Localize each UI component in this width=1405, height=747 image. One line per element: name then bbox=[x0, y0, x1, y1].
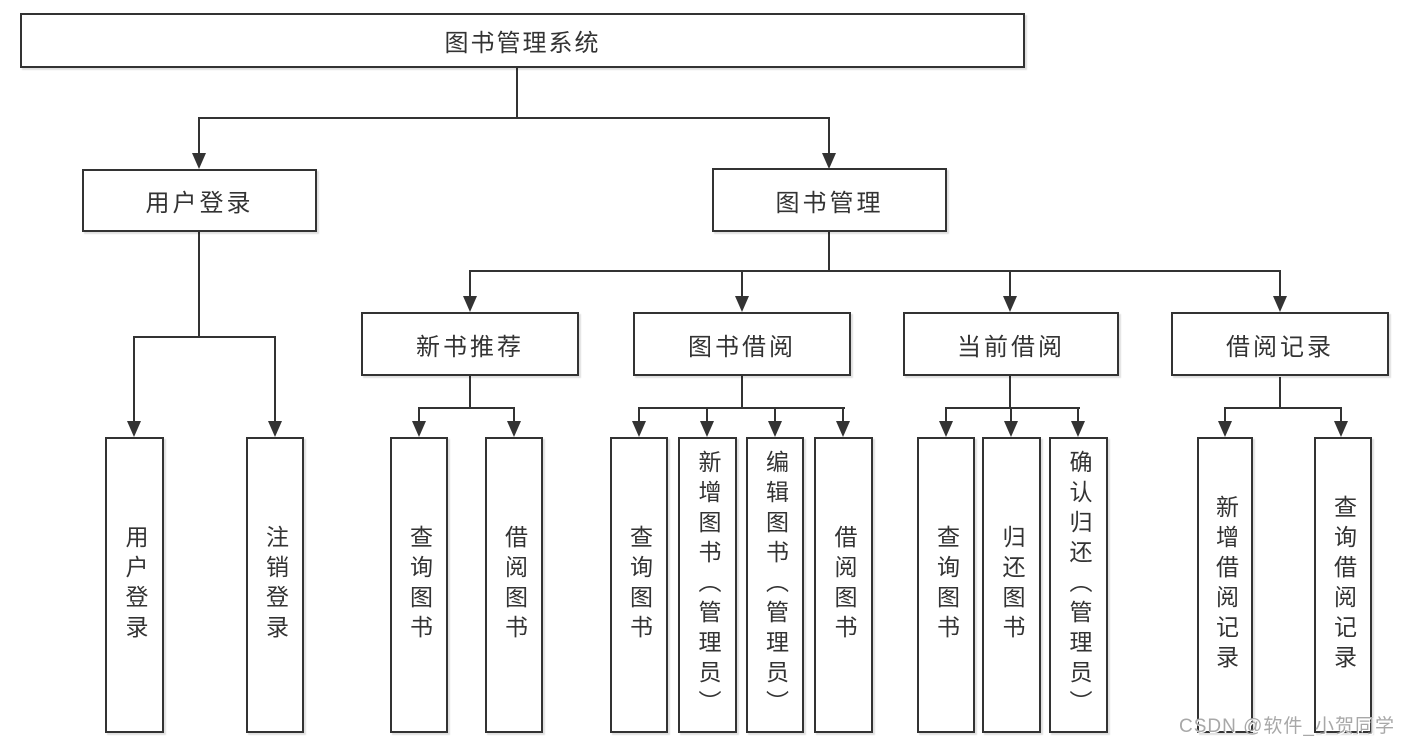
connector-line bbox=[418, 407, 420, 422]
connector-line bbox=[1009, 270, 1011, 297]
arrowhead-icon bbox=[1334, 421, 1348, 437]
leaf-label: 确认归还（管理员） bbox=[1066, 450, 1092, 720]
arrowhead-icon bbox=[939, 421, 953, 437]
connector-line bbox=[842, 407, 844, 422]
leaf-label: 借阅图书 bbox=[831, 525, 857, 645]
connector-line bbox=[513, 407, 515, 422]
connector-line bbox=[133, 336, 276, 338]
leaf-query-borrow-record: 查询借阅记录 bbox=[1314, 437, 1372, 733]
leaf-borrow-book-recommend: 借阅图书 bbox=[485, 437, 543, 733]
node-label: 图书管理 bbox=[775, 189, 884, 217]
leaf-label: 查询图书 bbox=[626, 525, 653, 645]
node-label: 借阅记录 bbox=[1226, 333, 1334, 361]
node-book-management: 图书管理 bbox=[712, 168, 947, 232]
leaf-label: 新增借阅记录 bbox=[1212, 495, 1239, 675]
connector-line bbox=[1224, 407, 1342, 409]
connector-line bbox=[1224, 407, 1226, 422]
node-label: 新书推荐 bbox=[416, 333, 524, 361]
node-label: 用户登录 bbox=[145, 190, 254, 217]
leaf-confirm-return-admin: 确认归还（管理员） bbox=[1049, 437, 1108, 733]
arrowhead-icon bbox=[463, 296, 477, 312]
arrowhead-icon bbox=[822, 153, 836, 169]
node-current-borrow: 当前借阅 bbox=[903, 312, 1119, 376]
connector-line bbox=[638, 407, 845, 409]
leaf-label: 编辑图书（管理员） bbox=[762, 450, 789, 720]
connector-line bbox=[198, 117, 200, 155]
arrowhead-icon bbox=[268, 421, 282, 437]
arrowhead-icon bbox=[700, 421, 714, 437]
arrowhead-icon bbox=[632, 421, 646, 437]
leaf-query-book-current: 查询图书 bbox=[917, 437, 975, 733]
node-borrow-record: 借阅记录 bbox=[1171, 312, 1389, 376]
connector-line bbox=[1009, 376, 1011, 409]
connector-line bbox=[706, 407, 708, 422]
leaf-query-book-borrow: 查询图书 bbox=[610, 437, 668, 733]
leaf-label: 新增图书（管理员） bbox=[695, 450, 721, 720]
connector-line bbox=[516, 68, 518, 118]
leaf-label: 查询图书 bbox=[406, 525, 433, 645]
leaf-label: 查询图书 bbox=[933, 525, 960, 645]
leaf-return-book: 归还图书 bbox=[982, 437, 1041, 733]
arrowhead-icon bbox=[192, 153, 206, 169]
arrowhead-icon bbox=[836, 421, 850, 437]
node-user-login: 用户登录 bbox=[82, 169, 317, 232]
connector-line bbox=[274, 336, 276, 422]
connector-line bbox=[638, 407, 640, 422]
leaf-add-borrow-record: 新增借阅记录 bbox=[1197, 437, 1253, 733]
leaf-label: 查询借阅记录 bbox=[1330, 495, 1357, 675]
arrowhead-icon bbox=[735, 296, 749, 312]
arrowhead-icon bbox=[768, 421, 782, 437]
connector-line bbox=[774, 407, 776, 422]
leaf-label: 用户登录 bbox=[122, 525, 148, 645]
arrowhead-icon bbox=[1071, 421, 1085, 437]
leaf-label: 归还图书 bbox=[999, 525, 1025, 645]
connector-line bbox=[1340, 407, 1342, 422]
connector-line bbox=[133, 336, 135, 422]
connector-line bbox=[1279, 377, 1281, 409]
connector-line bbox=[198, 117, 830, 119]
csdn-watermark: CSDN @软件_小贺同学 bbox=[1179, 716, 1395, 737]
leaf-logout: 注销登录 bbox=[246, 437, 304, 733]
node-new-book-recommend: 新书推荐 bbox=[361, 312, 579, 376]
connector-line bbox=[828, 117, 830, 155]
connector-line bbox=[945, 407, 1080, 409]
arrowhead-icon bbox=[1273, 296, 1287, 312]
connector-line bbox=[828, 232, 830, 272]
leaf-label: 借阅图书 bbox=[501, 525, 528, 645]
connector-line bbox=[945, 407, 947, 422]
connector-line bbox=[469, 270, 1281, 272]
connector-line bbox=[418, 407, 515, 409]
leaf-user-login: 用户登录 bbox=[105, 437, 164, 733]
connector-line bbox=[1279, 270, 1281, 297]
arrowhead-icon bbox=[1218, 421, 1232, 437]
connector-line bbox=[741, 270, 743, 297]
leaf-add-book-admin: 新增图书（管理员） bbox=[678, 437, 737, 733]
arrowhead-icon bbox=[412, 421, 426, 437]
connector-line bbox=[469, 376, 471, 409]
node-label: 当前借阅 bbox=[957, 333, 1065, 361]
connector-line bbox=[1010, 407, 1012, 422]
connector-line bbox=[741, 376, 743, 409]
leaf-borrow-book: 借阅图书 bbox=[814, 437, 873, 733]
leaf-label: 注销登录 bbox=[262, 525, 289, 645]
node-root-library-system: 图书管理系统 bbox=[20, 13, 1025, 68]
connector-line bbox=[1077, 407, 1079, 422]
connector-line bbox=[469, 270, 471, 297]
connector-line bbox=[198, 232, 200, 337]
arrowhead-icon bbox=[1003, 296, 1017, 312]
leaf-edit-book-admin: 编辑图书（管理员） bbox=[746, 437, 804, 733]
node-book-borrow: 图书借阅 bbox=[633, 312, 851, 376]
leaf-query-book-recommend: 查询图书 bbox=[390, 437, 448, 733]
arrowhead-icon bbox=[127, 421, 141, 437]
arrowhead-icon bbox=[507, 421, 521, 437]
node-label: 图书借阅 bbox=[688, 333, 796, 361]
arrowhead-icon bbox=[1004, 421, 1018, 437]
node-label: 图书管理系统 bbox=[444, 30, 601, 57]
